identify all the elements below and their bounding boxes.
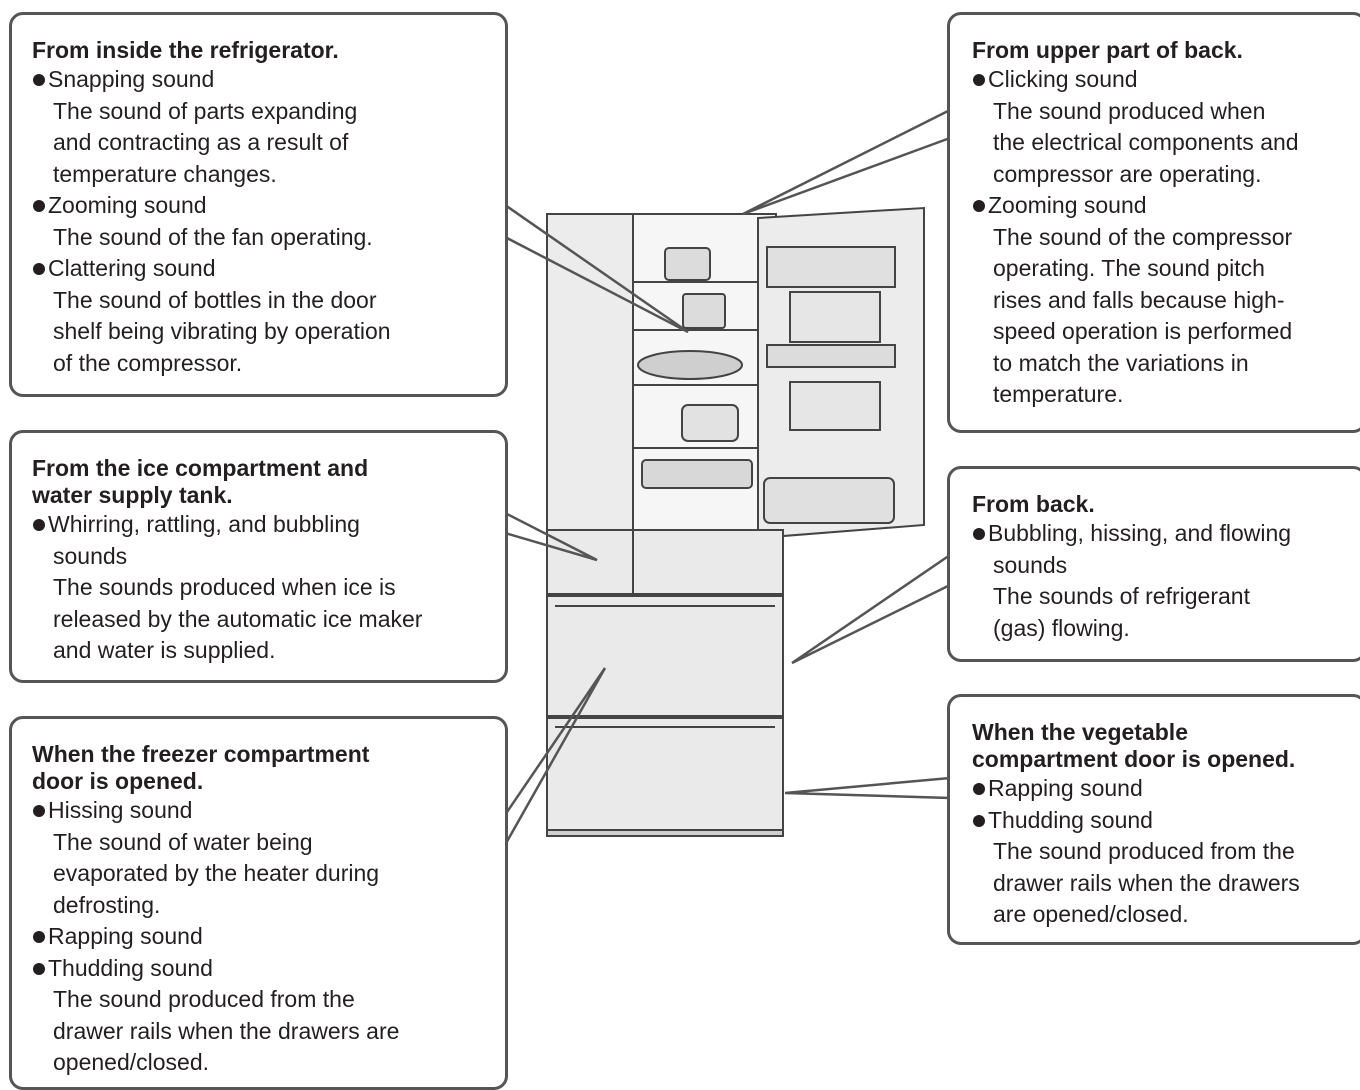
pointer-ice: [504, 511, 598, 562]
list-item: Hissing sound: [32, 795, 495, 827]
freezer-drawer: [546, 595, 784, 717]
callout-ice-compartment: From the ice compartment and water suppl…: [9, 430, 508, 683]
callout-back: From back. Bubbling, hissing, and flowin…: [947, 466, 1360, 662]
item-description: The sound of parts expanding and contrac…: [53, 97, 358, 187]
item-description: The sound of the fan operating.: [53, 223, 373, 250]
vegetable-drawer: [546, 717, 784, 831]
left-door: [546, 213, 634, 531]
pointer-inside: [504, 203, 689, 334]
callout-title: When the vegetable compartment door is o…: [972, 719, 1296, 772]
item-description: The sound of water being evaporated by t…: [53, 828, 380, 918]
item-description: sounds The sounds produced when ice is r…: [53, 542, 423, 664]
callout-inside-refrigerator: From inside the refrigerator. Snapping s…: [9, 12, 508, 397]
callout-vegetable-compartment: When the vegetable compartment door is o…: [947, 694, 1360, 945]
list-item: Clicking sound: [972, 64, 1354, 96]
item-description: The sound of the compressor operating. T…: [993, 223, 1293, 408]
callout-title: From inside the refrigerator.: [32, 37, 339, 63]
pointer-lines: [503, 108, 951, 846]
list-item: Bubbling, hissing, and flowing: [972, 518, 1354, 550]
list-item: Rapping sound: [32, 921, 495, 953]
item-description: The sound of bottles in the door shelf b…: [53, 286, 391, 376]
pointer-freezer: [503, 667, 607, 846]
ice-compartment-door: [546, 529, 634, 595]
pointer-vegetable: [784, 776, 951, 800]
right-door: [757, 206, 925, 540]
list-item: Clattering sound: [32, 253, 495, 285]
list-item: Whirring, rattling, and bubbling: [32, 509, 495, 541]
callout-freezer-compartment: When the freezer compartment door is ope…: [9, 716, 508, 1090]
item-description: The sound produced when the electrical c…: [993, 97, 1299, 187]
item-description: The sound produced from the drawer rails…: [53, 986, 400, 1075]
callout-title: When the freezer compartment door is ope…: [32, 741, 370, 794]
item-description: sounds The sounds of refrigerant (gas) f…: [993, 551, 1250, 641]
callout-title: From the ice compartment and water suppl…: [32, 455, 369, 508]
list-item: Zooming sound: [972, 190, 1354, 222]
list-item: Snapping sound: [32, 64, 495, 96]
pointer-upper-back: [742, 108, 951, 216]
callout-title: From back.: [972, 491, 1095, 517]
callout-upper-back: From upper part of back. Clicking sound …: [947, 12, 1360, 433]
list-item: Zooming sound: [32, 190, 495, 222]
small-freezer-door: [632, 529, 784, 595]
list-item: Thudding sound: [972, 805, 1354, 837]
pointer-back: [791, 553, 951, 665]
list-item: Rapping sound: [972, 773, 1354, 805]
refrigerator-illustration: [546, 206, 925, 837]
callout-title: From upper part of back.: [972, 37, 1243, 63]
item-description: The sound produced from the drawer rails…: [993, 838, 1300, 927]
list-item: Thudding sound: [32, 953, 495, 985]
